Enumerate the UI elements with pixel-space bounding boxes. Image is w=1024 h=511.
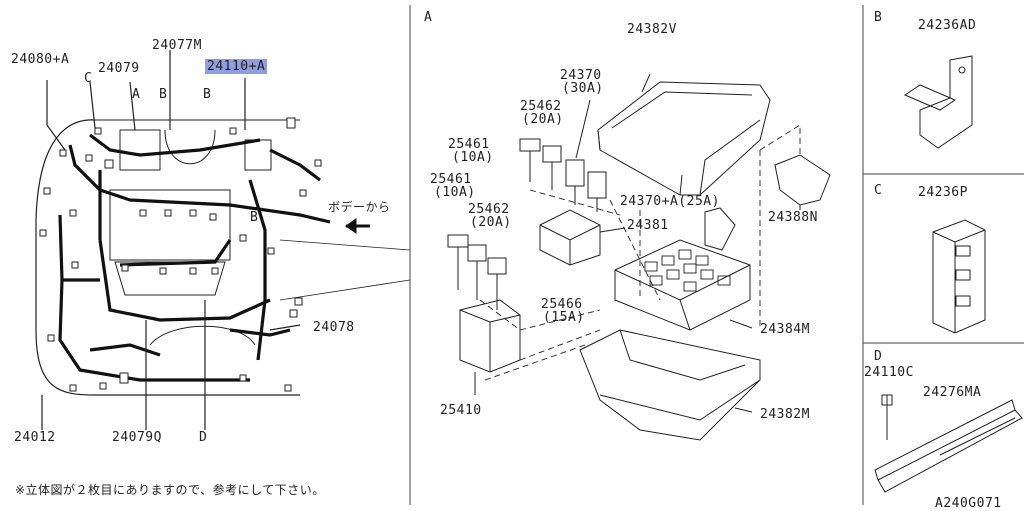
part-25462-b: 25462 — [468, 202, 510, 217]
part-25462-b-amp: (20A) — [470, 215, 512, 230]
ref-b-left-2: B — [203, 87, 212, 102]
ref-a-left: A — [132, 87, 141, 102]
bracket-d-drawing — [874, 394, 1023, 493]
part-24388N: 24388N — [768, 210, 818, 225]
part-24080A: 24080+A — [11, 52, 70, 67]
fuse-box-drawing — [447, 73, 831, 441]
relay-block-c-drawing — [932, 219, 986, 334]
part-25461-b: 25461 — [430, 172, 472, 187]
part-24077M: 24077M — [152, 38, 202, 53]
part-24382M: 24382M — [760, 407, 810, 422]
part-25461-a: 25461 — [448, 137, 490, 152]
part-24110A-highlighted: 24110+A — [205, 59, 268, 74]
ref-b-left-1: B — [159, 87, 168, 102]
ref-d-left: D — [199, 430, 208, 445]
section-b-label: B — [874, 10, 883, 25]
section-d-label: D — [874, 349, 883, 364]
ref-b-left-3: B — [250, 210, 259, 225]
part-25410: 25410 — [440, 403, 482, 418]
section-a-label: A — [424, 10, 433, 25]
bracket-b-drawing — [903, 55, 973, 149]
panel-dividers — [409, 5, 1024, 505]
part-24370-amp: (30A) — [562, 81, 604, 96]
part-24384M: 24384M — [760, 322, 810, 337]
part-24110C: 24110C — [864, 365, 914, 380]
part-24078: 24078 — [313, 320, 355, 335]
part-25461-b-amp: (10A) — [434, 185, 476, 200]
part-24079Q: 24079Q — [112, 430, 162, 445]
part-24382V: 24382V — [627, 22, 677, 37]
section-c-label: C — [874, 183, 883, 198]
body-from-label: ボデーから — [328, 200, 391, 214]
part-24079: 24079 — [98, 61, 140, 76]
part-25466-amp: (15A) — [543, 310, 585, 325]
part-25466: 25466 — [541, 297, 583, 312]
part-24012: 24012 — [14, 430, 56, 445]
part-24370A: 24370+A(25A) — [620, 194, 720, 209]
part-24381: 24381 — [627, 218, 669, 233]
part-25462-a: 25462 — [520, 99, 562, 114]
part-24236P: 24236P — [918, 185, 968, 200]
reference-note: ※立体図が２枚目にありますので、参考にして下さい。 — [15, 483, 325, 497]
part-24370: 24370 — [560, 68, 602, 83]
part-24236AD: 24236AD — [918, 18, 977, 33]
engine-wiring-harness — [35, 50, 411, 430]
part-25461-a-amp: (10A) — [452, 150, 494, 165]
part-24276MA: 24276MA — [923, 385, 982, 400]
part-25462-a-amp: (20A) — [522, 112, 564, 127]
ref-c-left: C — [84, 71, 93, 86]
diagram-code: A240G071 — [935, 496, 1002, 511]
